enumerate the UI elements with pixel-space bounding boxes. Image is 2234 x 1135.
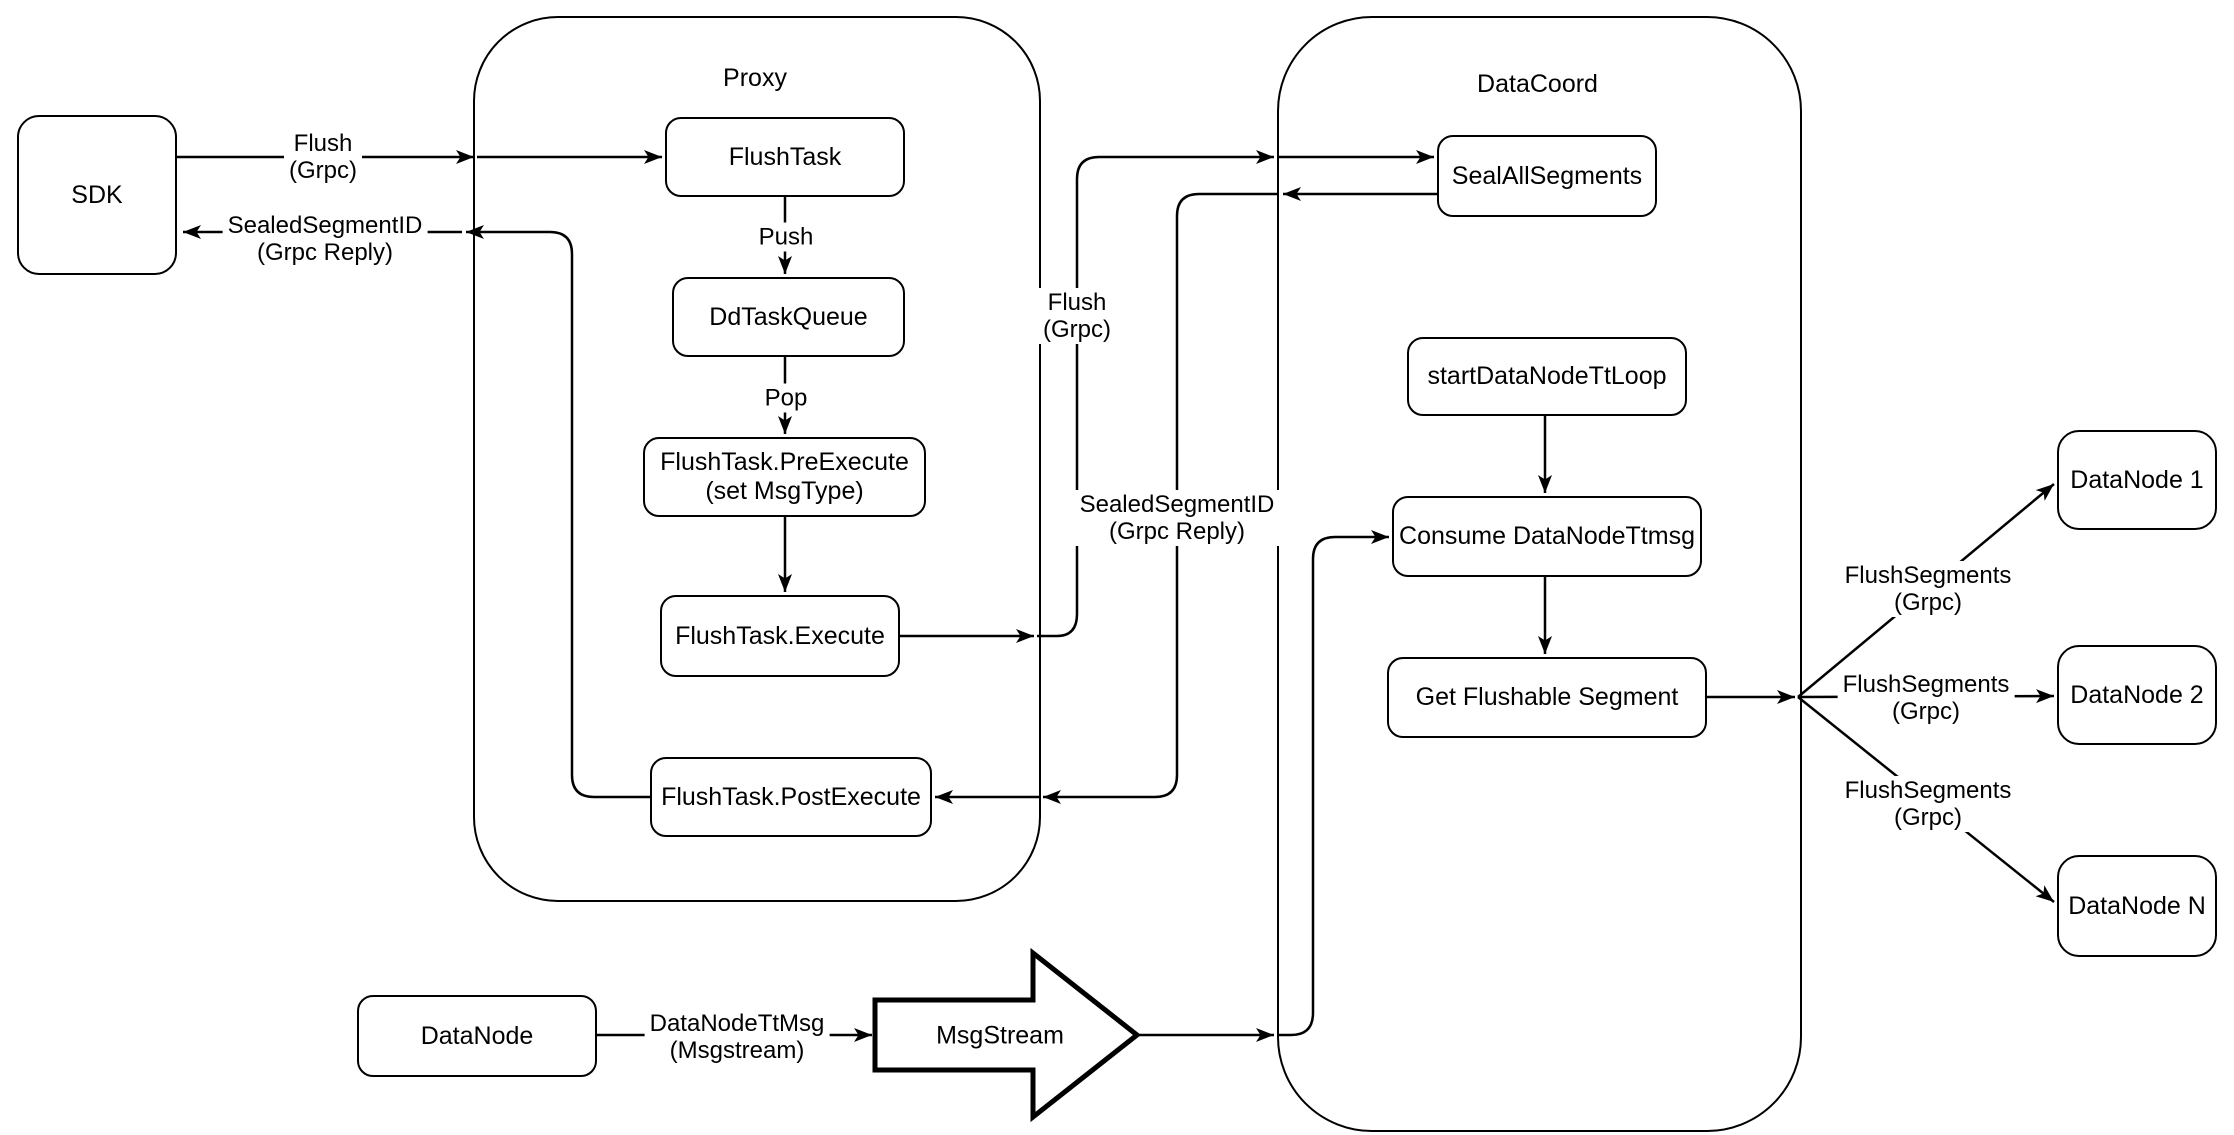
node-datanode-1-label: DataNode 1 (2070, 465, 2204, 494)
node-flushtask: FlushTask (665, 117, 905, 197)
node-datanode-2: DataNode 2 (2057, 645, 2217, 745)
node-ddtaskqueue: DdTaskQueue (672, 277, 905, 357)
msgstream-arrow-shape (872, 947, 1142, 1123)
label-flushsegments-2: FlushSegments (Grpc) (1837, 670, 2015, 726)
label-sealedsegmentid-mid: SealedSegmentID (Grpc Reply) (1074, 490, 1280, 546)
node-flushtask-postexecute: FlushTask.PostExecute (650, 757, 932, 837)
label-pop: Pop (759, 383, 813, 413)
node-sdk: SDK (17, 115, 177, 275)
node-preexecute-label-line1: FlushTask.PreExecute (660, 448, 909, 476)
node-datanode-label: DataNode (420, 1021, 534, 1050)
msgstream-label: MsgStream (936, 1021, 1064, 1050)
node-datanode-1: DataNode 1 (2057, 430, 2217, 530)
node-consume-label: Consume DataNodeTtmsg (1399, 522, 1695, 550)
label-datanodettmsg: DataNodeTtMsg (Msgstream) (644, 1009, 830, 1065)
node-startdatanodettloop-label: startDataNodeTtLoop (1427, 362, 1667, 390)
label-push: Push (753, 222, 819, 252)
node-execute-label: FlushTask.Execute (675, 621, 885, 650)
node-datanode: DataNode (357, 995, 597, 1077)
node-flushtask-label: FlushTask (728, 142, 842, 171)
node-sealallsegments: SealAllSegments (1437, 135, 1657, 217)
proxy-label: Proxy (723, 64, 787, 92)
label-flush-grpc-mid: Flush (Grpc) (1038, 288, 1116, 344)
node-ddtaskqueue-label: DdTaskQueue (709, 302, 868, 331)
datacoord-container (1277, 16, 1802, 1132)
node-datanode-n-label: DataNode N (2068, 891, 2206, 920)
label-sealedsegmentid-left: SealedSegmentID (Grpc Reply) (222, 211, 428, 267)
node-postexecute-label: FlushTask.PostExecute (661, 782, 921, 811)
node-preexecute-label-line2: (set MsgType) (705, 477, 864, 505)
proxy-container (473, 16, 1041, 902)
edge-postexecute-to-proxy-edge (466, 225, 650, 799)
node-sealallsegments-label: SealAllSegments (1451, 161, 1643, 190)
node-flushtask-preexecute: FlushTask.PreExecute (set MsgType) (643, 437, 926, 517)
label-flushsegments-3: FlushSegments (Grpc) (1839, 776, 2017, 832)
node-datanode-2-label: DataNode 2 (2070, 680, 2204, 709)
node-startdatanodettloop: startDataNodeTtLoop (1407, 337, 1687, 416)
node-datanode-n: DataNode N (2057, 855, 2217, 957)
label-flushsegments-1: FlushSegments (Grpc) (1839, 561, 2017, 617)
node-get-flushable-segment: Get Flushable Segment (1387, 657, 1707, 738)
datacoord-label: DataCoord (1477, 70, 1598, 98)
node-getflushable-label: Get Flushable Segment (1415, 683, 1679, 711)
node-flushtask-execute: FlushTask.Execute (660, 595, 900, 677)
edge-proxy-edge-to-datacoord-edge (1037, 150, 1274, 638)
node-consume-datanodettmsg: Consume DataNodeTtmsg (1392, 496, 1702, 577)
edge-datacoord-edge-to-consume (1277, 530, 1389, 1037)
node-sdk-label: SDK (71, 180, 123, 209)
label-flush-grpc-left: Flush (Grpc) (284, 129, 362, 185)
